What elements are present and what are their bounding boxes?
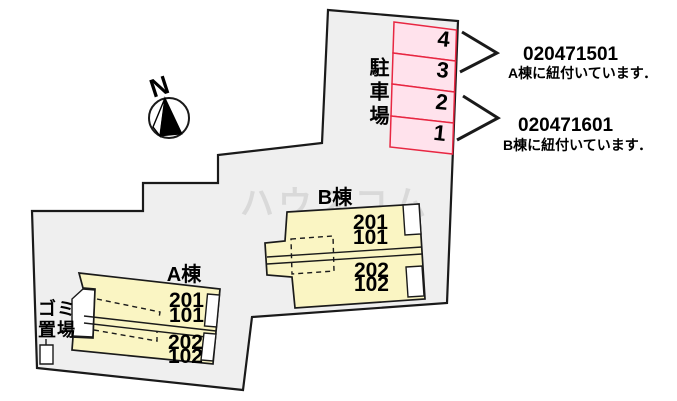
annotation-a-note: A棟に紐付いています．	[508, 65, 657, 81]
compass-circle	[148, 97, 190, 139]
building-a-unit-201: 201	[169, 289, 204, 312]
building-b: B棟 201 101 202 102	[264, 185, 426, 309]
parking-stall-1	[389, 115, 455, 155]
annotation-b-note: B棟に紐付いています．	[503, 137, 652, 153]
building-a-unit-101: 101	[169, 304, 204, 327]
building-b-dashed-overhang	[290, 235, 335, 275]
parking-area: 4 3 2 1 駐車場	[366, 21, 458, 155]
garbage-enclosure	[71, 288, 96, 338]
garbage-box	[39, 344, 54, 365]
building-a-stair-upper	[203, 293, 221, 328]
building-a-unit-102: 102	[168, 345, 203, 368]
compass-north-label: N	[146, 69, 173, 103]
building-a: A棟 201 101 202 102	[71, 262, 221, 368]
annotation-b-code: 020471601	[518, 115, 614, 136]
building-b-name: B棟	[318, 185, 353, 209]
annotation-a: 020471501 A棟に紐付いています．	[508, 44, 657, 81]
building-b-unit-202: 202	[354, 259, 389, 282]
compass-needle-east-half	[159, 96, 183, 137]
building-b-stair-upper	[402, 203, 422, 236]
north-compass: N	[146, 69, 190, 139]
parking-stall-4-number: 4	[436, 26, 452, 52]
callout-chevron-upper	[459, 30, 501, 74]
building-a-dashed-overhang-lower	[93, 329, 158, 342]
building-b-unit-101: 101	[353, 226, 388, 249]
building-b-unit-201: 201	[353, 211, 388, 234]
building-b-divider	[266, 246, 423, 265]
garbage-label-line2: 置場	[38, 320, 76, 340]
building-b-outline	[264, 203, 426, 309]
callout-chevron-lower	[456, 94, 501, 142]
parking-stall-1-number: 1	[432, 120, 447, 146]
annotation-b: 020471601 B棟に紐付いています．	[503, 115, 652, 153]
building-a-divider	[83, 315, 217, 339]
garbage-label-line1: ゴミ	[38, 298, 76, 319]
building-a-unit-202: 202	[168, 331, 203, 354]
parking-stall-3-number: 3	[435, 57, 450, 83]
building-b-unit-102: 102	[354, 273, 389, 296]
building-a-stair-lower	[200, 332, 217, 362]
building-a-dashed-overhang-upper	[96, 298, 161, 319]
parking-stall-2-number: 2	[434, 89, 449, 115]
building-b-stair-lower	[405, 265, 425, 298]
parking-label: 駐車場	[366, 56, 389, 129]
garbage-label: ゴミ 置場	[38, 298, 76, 340]
annotation-a-code: 020471501	[523, 44, 619, 65]
building-a-name: A棟	[167, 262, 202, 286]
